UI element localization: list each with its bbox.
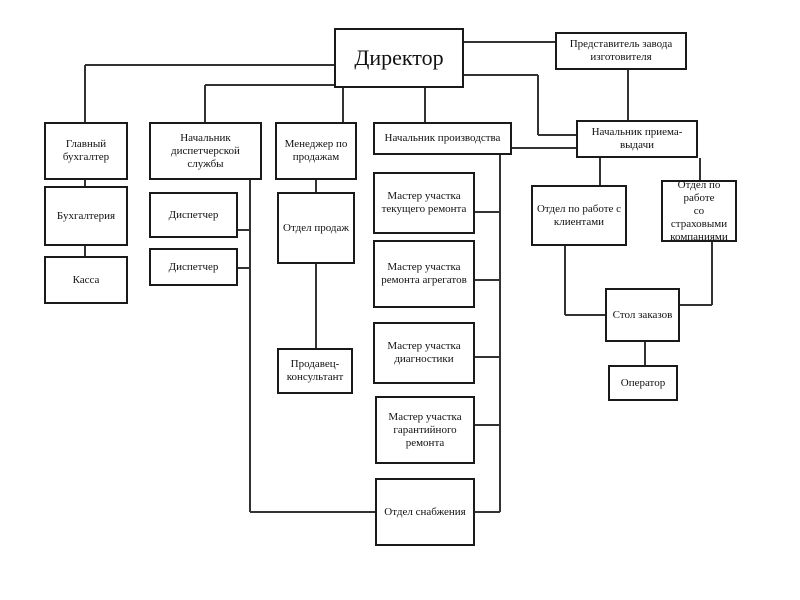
accounting-box: Бухгалтерия bbox=[44, 186, 128, 246]
clients-department-label: Отдел по работе с клиентами bbox=[536, 202, 622, 228]
insurance-department-box: Отдел по работе со страховыми компаниями bbox=[661, 178, 737, 243]
sales-department-label: Отдел продаж bbox=[283, 221, 349, 234]
director-label: Директор bbox=[354, 45, 444, 70]
dispatcher-box: Диспетчер bbox=[149, 248, 238, 286]
sales-consultant-box: Продавец- консультант bbox=[277, 348, 353, 394]
order-desk-label: Стол заказов bbox=[612, 308, 673, 321]
dispatch-head-box: Начальник диспетчерской службы bbox=[149, 122, 262, 180]
cash-desk-box: Касса bbox=[44, 256, 128, 304]
production-head-box: Начальник производства bbox=[373, 122, 512, 155]
reception-head-box: Начальник приема- выдачи bbox=[576, 120, 698, 158]
dispatcher-label: Диспетчер bbox=[168, 260, 219, 273]
sales-manager-label: Менеджер по продажам bbox=[284, 138, 348, 163]
master-diagnostics-box: Мастер участка диагностики bbox=[373, 322, 475, 384]
manufacturer-rep-box: Представитель завода изготовителя bbox=[555, 32, 687, 70]
supply-department-label: Отдел снабжения bbox=[384, 505, 466, 518]
master-current-repair-label: Мастер участка текущего ремонта bbox=[381, 190, 467, 215]
chief-accountant-box: Главный бухгалтер bbox=[44, 122, 128, 180]
operator-label: Оператор bbox=[620, 376, 666, 389]
master-units-repair-label: Мастер участка ремонта агрегатов bbox=[381, 261, 467, 286]
supply-department-box: Отдел снабжения bbox=[375, 478, 475, 546]
chief-accountant-label: Главный бухгалтер bbox=[62, 138, 110, 163]
insurance-department-label: Отдел по работе со страховыми компаниями bbox=[670, 178, 728, 243]
master-warranty-repair-label: Мастер участка гарантийного ремонта bbox=[388, 410, 462, 449]
sales-manager-box: Менеджер по продажам bbox=[275, 122, 357, 180]
order-desk-box: Стол заказов bbox=[605, 288, 680, 342]
clients-department-box: Отдел по работе с клиентами bbox=[531, 185, 627, 246]
master-units-repair-box: Мастер участка ремонта агрегатов bbox=[373, 240, 475, 308]
dispatcher-label: Диспетчер bbox=[168, 208, 219, 221]
production-head-label: Начальник производства bbox=[384, 132, 501, 144]
sales-department-box: Отдел продаж bbox=[277, 192, 355, 264]
dispatch-head-label: Начальник диспетчерской службы bbox=[171, 131, 240, 170]
director-box: Директор bbox=[334, 28, 464, 88]
reception-head-label: Начальник приема- выдачи bbox=[591, 126, 683, 151]
accounting-label: Бухгалтерия bbox=[56, 209, 116, 222]
manufacturer-rep-label: Представитель завода изготовителя bbox=[569, 38, 673, 63]
dispatcher-box: Диспетчер bbox=[149, 192, 238, 238]
cash-desk-label: Касса bbox=[72, 273, 100, 286]
master-diagnostics-label: Мастер участка диагностики bbox=[387, 340, 461, 365]
master-current-repair-box: Мастер участка текущего ремонта bbox=[373, 172, 475, 234]
master-warranty-repair-box: Мастер участка гарантийного ремонта bbox=[375, 396, 475, 464]
operator-box: Оператор bbox=[608, 365, 678, 401]
sales-consultant-label: Продавец- консультант bbox=[286, 358, 344, 383]
